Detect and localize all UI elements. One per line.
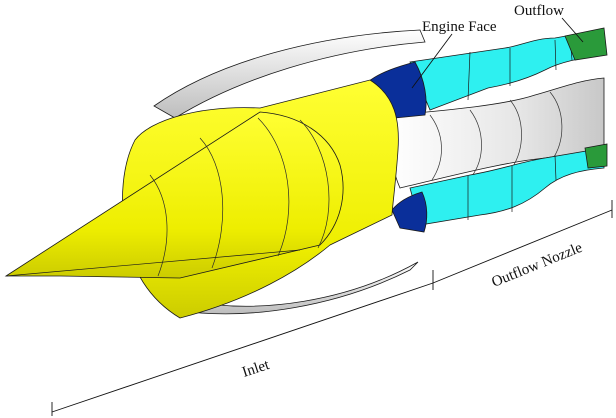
- engine-face-label: Engine Face: [422, 19, 497, 35]
- centerbody-rings: [149, 117, 330, 277]
- outflow-face-lower: [584, 143, 608, 169]
- upper-cowl: [153, 29, 426, 119]
- inlet-label: Inlet: [240, 357, 272, 381]
- centerbody-cone: [4, 111, 344, 279]
- outflow-label: Outflow: [514, 3, 564, 19]
- upper-duct-segments: [467, 35, 573, 101]
- outflow-face-upper: [564, 27, 608, 61]
- cone-bottom-edge: [5, 249, 301, 277]
- inner-duct-ribs: [429, 91, 563, 181]
- engine-face-lower: [391, 191, 428, 233]
- outflow-nozzle-dimension: [432, 200, 613, 290]
- outflow-nozzle-label: Outflow Nozzle: [490, 240, 586, 291]
- engine-face-leader: [411, 33, 453, 89]
- outflow-leader: [561, 17, 584, 43]
- lower-duct-segments: [467, 154, 557, 220]
- inlet-dimension: [51, 282, 434, 416]
